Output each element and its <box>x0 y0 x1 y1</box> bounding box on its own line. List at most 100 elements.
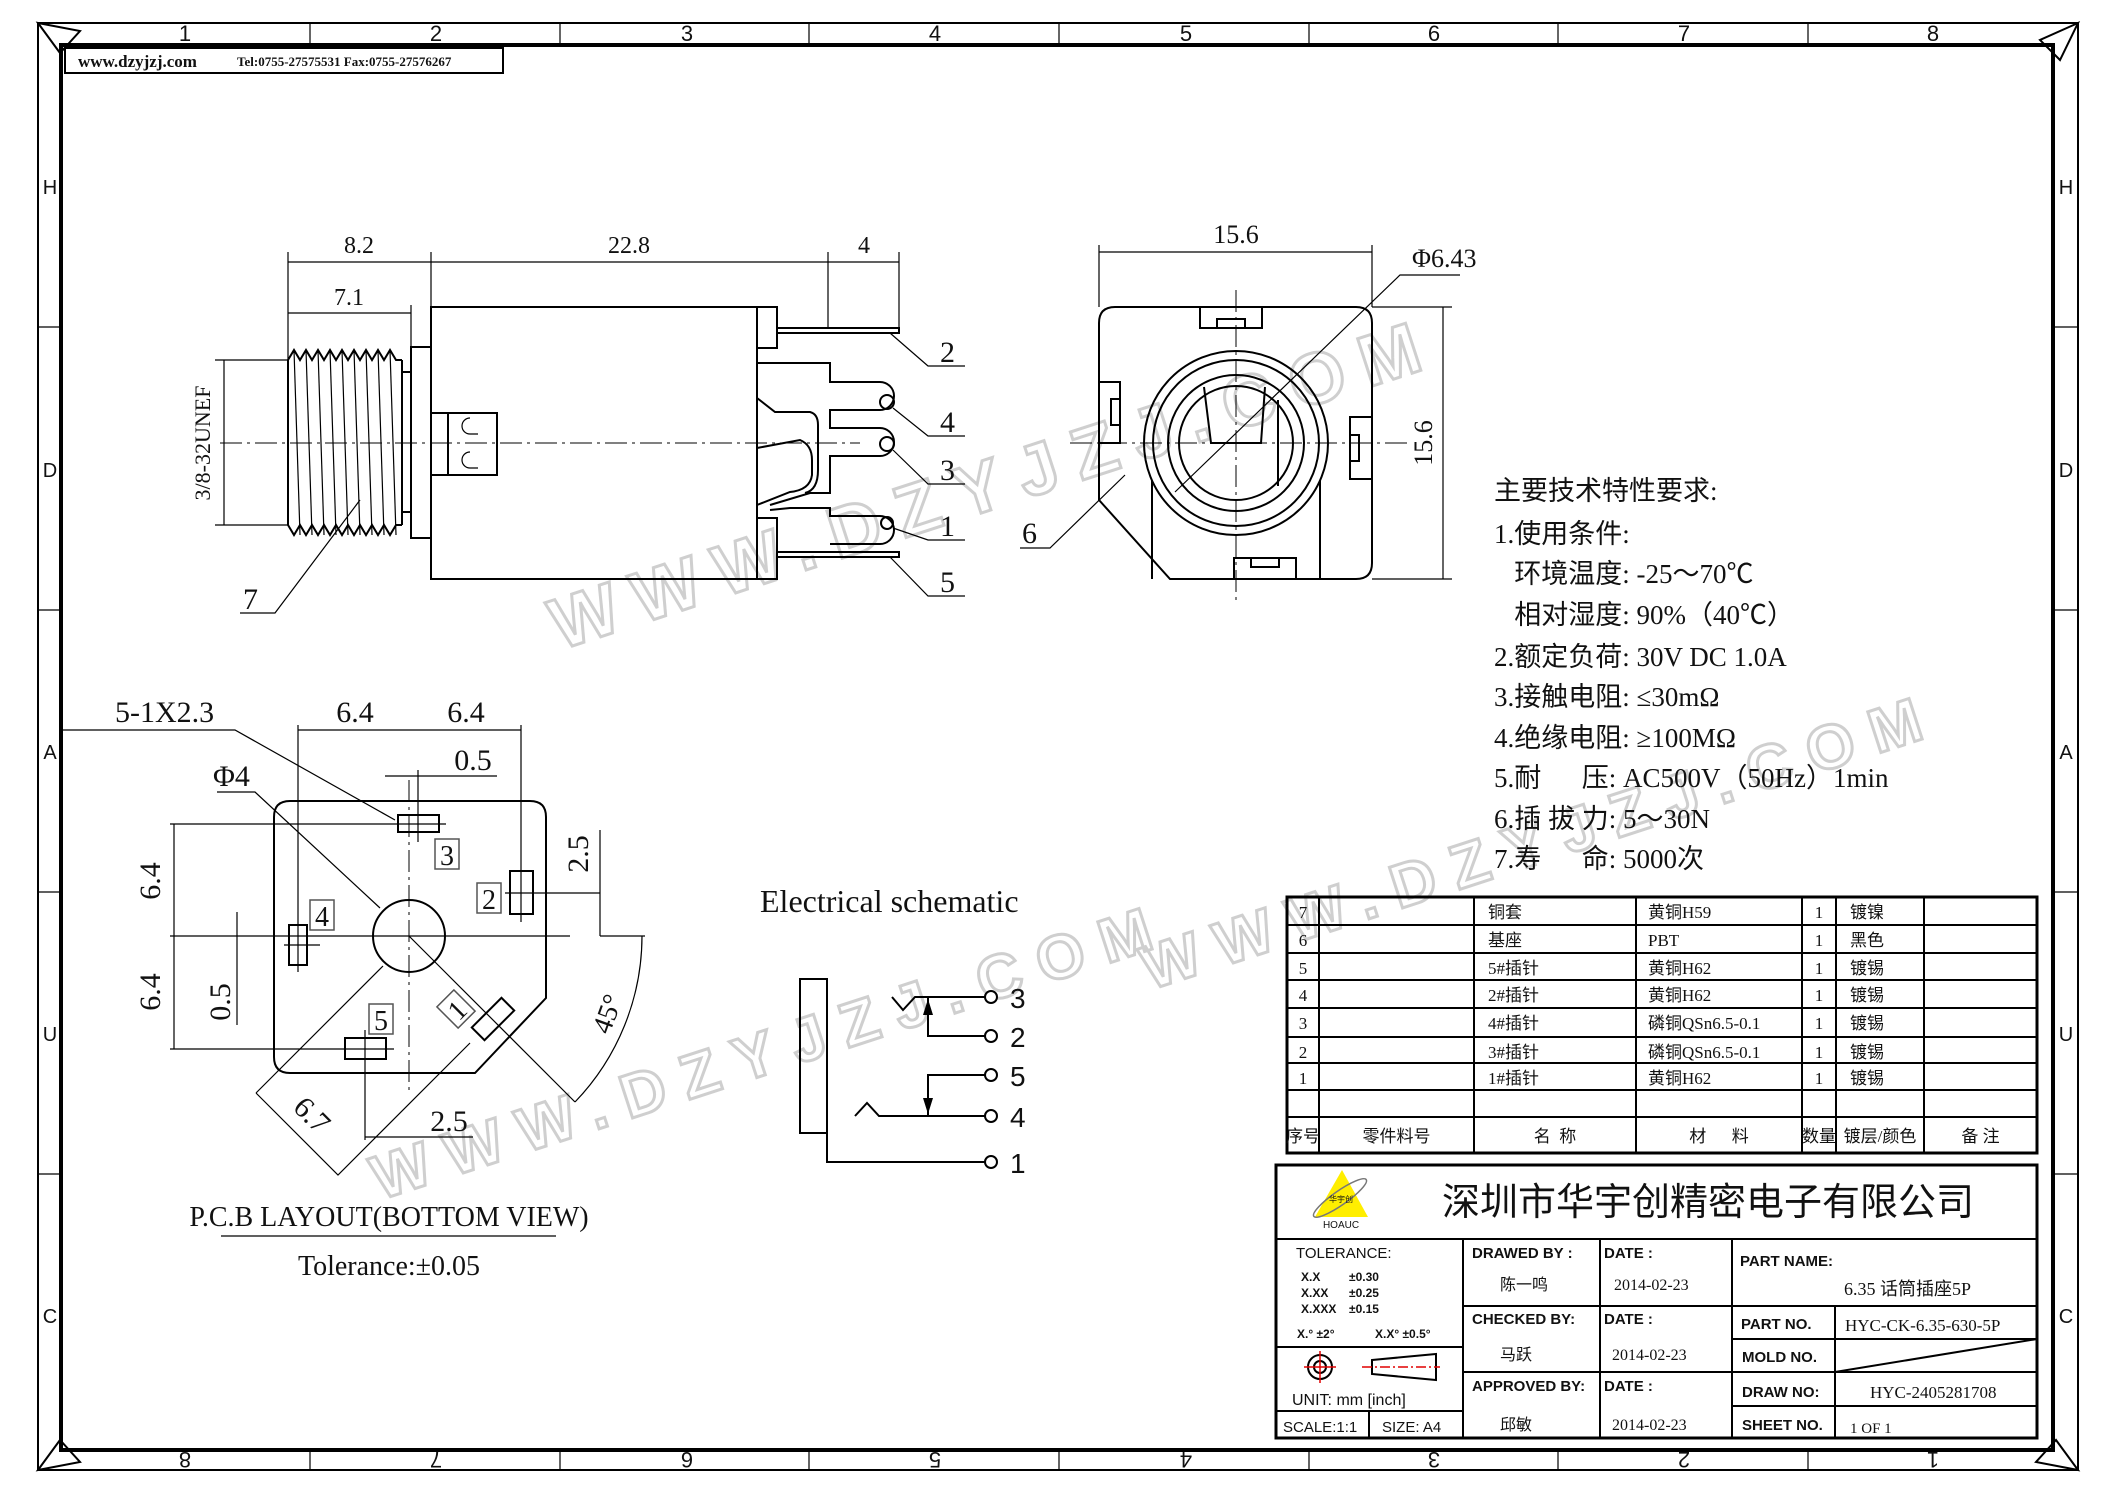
approved-by: 邱敏 <box>1500 1416 1532 1434</box>
side-view: 8.2 22.8 4 7.1 3/8-32UNEF 2 4 3 1 5 7 <box>190 233 965 616</box>
dim-22-8: 22.8 <box>608 233 650 259</box>
schematic-pin-3: 3 <box>1010 983 1026 1014</box>
grid-number: 8 <box>179 1447 191 1472</box>
part-name: 6.35 话筒插座5P <box>1844 1279 1971 1299</box>
website-text: www.dzyjzj.com <box>78 52 197 71</box>
angle-tolerance-b: X.X° ±0.5° <box>1375 1327 1431 1341</box>
grid-letter: H <box>2059 177 2073 199</box>
front-body <box>1098 306 1373 580</box>
watermark: WWW.DZYJZJ.COM <box>363 890 1178 1213</box>
tech-line: 环境温度: -25～70℃ <box>1494 559 1754 589</box>
date-label: DATE : <box>1604 1245 1653 1262</box>
sleeve-contact <box>799 978 828 1134</box>
grid-number: 7 <box>430 1447 442 1472</box>
terminal-hole-1 <box>880 516 894 530</box>
grid-letter: A <box>2059 742 2073 764</box>
tolerance-grade: X.XX <box>1301 1286 1328 1300</box>
table-cell: 镀镍 <box>1850 903 1884 922</box>
thread <box>287 348 412 537</box>
pad-number-text: 3 <box>440 841 454 872</box>
sheet-no: 1 OF 1 <box>1850 1421 1892 1437</box>
angle-tolerance-a: X.° ±2° <box>1297 1327 1335 1341</box>
tech-line: 7.寿 命: 5000次 <box>1494 844 1704 874</box>
table-cell: 镀锡 <box>1850 1014 1884 1033</box>
grid-number: 5 <box>1180 21 1192 46</box>
draw-no-label: DRAW NO: <box>1742 1384 1820 1401</box>
table-cell: PBT <box>1648 931 1680 950</box>
table-header-cell: 数量 <box>1802 1127 1836 1146</box>
scale-text: SCALE:1:1 <box>1283 1419 1357 1436</box>
tolerance-value: ±0.30 <box>1349 1270 1379 1284</box>
approved-by-label: APPROVED BY: <box>1472 1378 1585 1395</box>
thread-line <box>365 349 373 536</box>
table-cell: 4#插针 <box>1488 1014 1539 1033</box>
dim-6-4-top-right: 6.4 <box>447 696 485 729</box>
grid-number: 2 <box>430 21 442 46</box>
thread-line <box>353 349 361 536</box>
dim-8-2: 8.2 <box>344 233 374 259</box>
dim-2-5-right: 2.5 <box>562 835 595 873</box>
callout-6: 6 <box>1022 517 1037 550</box>
thread-line <box>317 349 325 536</box>
mold-no-label: MOLD NO. <box>1742 1349 1817 1366</box>
pad-number-3: 3 <box>434 838 460 872</box>
terminals-3-4 <box>757 362 895 506</box>
orientation-mark <box>35 21 82 55</box>
tech-line: 3.接触电阻: ≤30mΩ <box>1494 682 1719 712</box>
tech-line: 2.额定负荷: 30V DC 1.0A <box>1494 642 1787 672</box>
table-cell: 镀锡 <box>1850 959 1884 978</box>
grid-letter: C <box>43 1306 57 1328</box>
schematic-pin-2: 2 <box>1010 1022 1026 1053</box>
table-cell: 7 <box>1299 903 1308 922</box>
drawed-by-label: DRAWED BY : <box>1472 1245 1573 1262</box>
table-cell: 6 <box>1299 931 1308 950</box>
tech-requirements: 主要技术特性要求: 1.使用条件: 环境温度: -25～70℃ 相对湿度: 90… <box>1494 476 1889 874</box>
pad-number-text: 2 <box>482 885 496 916</box>
tolerance-value: ±0.15 <box>1349 1302 1379 1316</box>
company-name: 深圳市华宇创精密电子有限公司 <box>1442 1182 1974 1224</box>
table-cell: 1 <box>1815 903 1824 922</box>
dim-6-4-left-lower: 6.4 <box>134 973 167 1011</box>
terminal-hole-4 <box>879 394 895 410</box>
terminal-hole-3 <box>879 436 895 452</box>
pad-1 <box>470 996 516 1042</box>
orientation-mark <box>35 1438 82 1472</box>
table-cell: 磷铜QSn6.5-0.1 <box>1648 1014 1760 1033</box>
dim-7-1: 7.1 <box>334 285 364 311</box>
front-view: 15.6 15.6 Φ6.43 6 <box>1020 220 1477 600</box>
tolerance-value: ±0.25 <box>1349 1286 1379 1300</box>
thread-line <box>305 349 313 536</box>
table-cell: 1 <box>1815 1043 1824 1062</box>
pcb-title: P.C.B LAYOUT(BOTTOM VIEW) <box>189 1202 588 1233</box>
grid-number: 2 <box>1678 1447 1690 1472</box>
table-cell: 黄铜H62 <box>1648 1069 1711 1088</box>
company-logo: 华宇创 HOAUC <box>1312 1170 1368 1231</box>
date-checked: 2014-02-23 <box>1612 1347 1687 1364</box>
grid-letter: H <box>43 177 57 199</box>
title-block: 华宇创 HOAUC 深圳市华宇创精密电子有限公司 TOLERANCE: X.X±… <box>1274 1163 2039 1440</box>
callout-7: 7 <box>243 583 258 616</box>
table-cell: 1 <box>1815 1069 1824 1088</box>
thread-line <box>341 349 349 536</box>
grid-number: 4 <box>1180 1447 1192 1472</box>
pin-2 <box>776 327 900 334</box>
contact-text: Tel:0755-27575531 Fax:0755-27576267 <box>237 54 452 69</box>
dim-4: 4 <box>858 233 870 259</box>
part-name-label: PART NAME: <box>1740 1253 1833 1270</box>
watermark: WWW.DZYJZJ.COM <box>540 302 1447 665</box>
table-cell: 磷铜QSn6.5-0.1 <box>1648 1043 1760 1062</box>
pad-number-text: 5 <box>374 1006 388 1037</box>
table-cell: 黄铜H62 <box>1648 959 1711 978</box>
grid-letter: C <box>2059 1306 2073 1328</box>
dim-6-7: 6.7 <box>287 1090 337 1140</box>
pad-number-2: 2 <box>476 882 502 916</box>
table-cell: 1 <box>1815 1014 1824 1033</box>
pad-number-4: 4 <box>309 899 335 933</box>
table-cell: 3#插针 <box>1488 1043 1539 1062</box>
table-header-cell: 镀层/颜色 <box>1844 1127 1917 1146</box>
